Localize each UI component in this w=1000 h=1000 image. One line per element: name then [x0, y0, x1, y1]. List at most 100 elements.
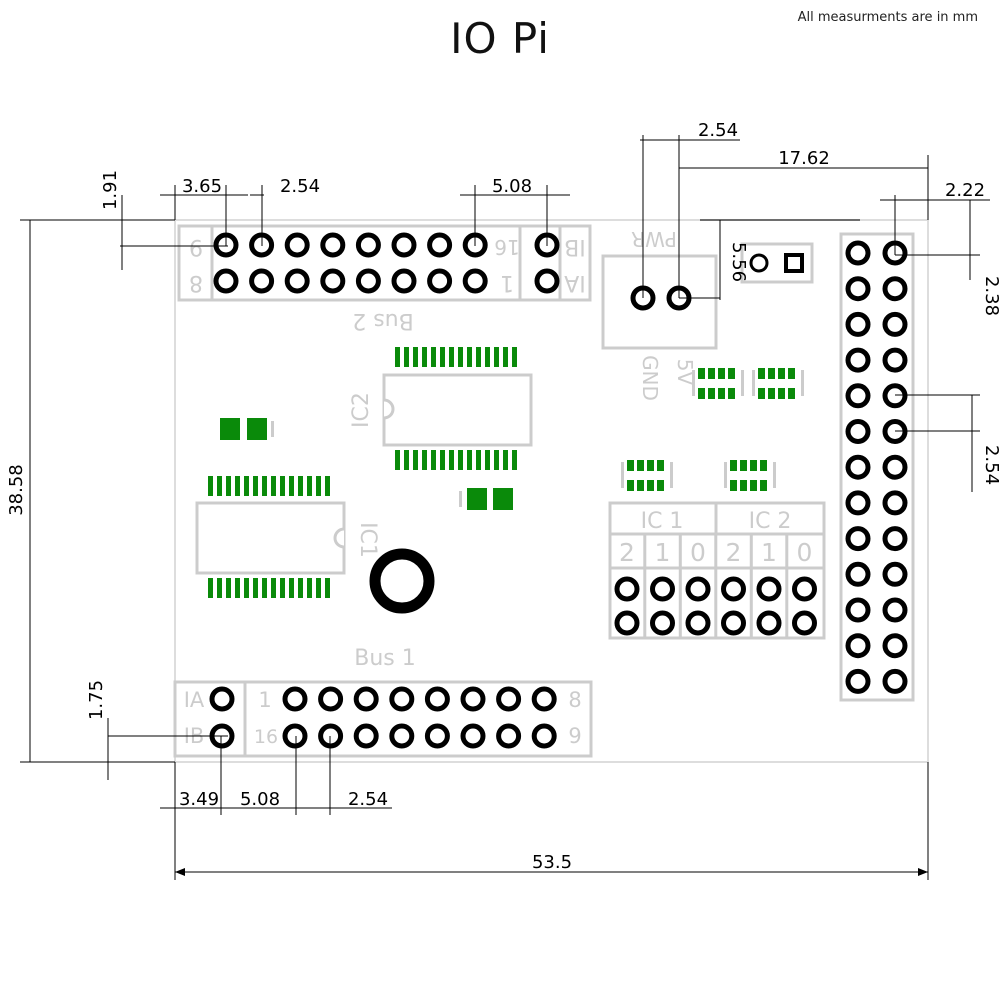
pin-pad: [721, 576, 746, 602]
pin-pad: [355, 268, 381, 294]
pin-pad: [845, 561, 871, 587]
ic-pin: [395, 347, 400, 367]
units-note: All measurments are in mm: [797, 10, 978, 25]
bus2-ia-label: IA: [564, 270, 586, 295]
bus2-pin1-label: 1: [500, 270, 514, 295]
ic1-pins: [208, 476, 330, 598]
pin-pad: [353, 723, 379, 749]
bus1-ia-label: IA: [184, 688, 205, 712]
pin-pad: [213, 268, 239, 294]
mounting-hole: [369, 548, 435, 614]
array-pad: [718, 368, 725, 379]
ic-pin: [485, 347, 490, 367]
pin-pad: [614, 610, 640, 636]
array-pad: [730, 460, 737, 471]
ic-pin: [440, 450, 445, 470]
bus1-header: Bus 1 IA IB 1 16 8 9: [173, 646, 593, 758]
gnd-label: GND: [638, 355, 662, 401]
pin-pad: [882, 347, 908, 373]
array-pad: [728, 368, 735, 379]
pin-pad: [792, 576, 817, 602]
ic2-label: IC2: [349, 392, 374, 428]
pin-pad: [460, 723, 486, 749]
addr-col-label: 1: [761, 538, 777, 567]
dim-3-49: 3.49: [179, 789, 219, 810]
ic-pin: [476, 450, 481, 470]
pin-pad: [391, 232, 417, 258]
pin-pad: [249, 268, 275, 294]
pin-pad: [391, 268, 417, 294]
smd-capacitors: [220, 418, 513, 510]
array-pad: [637, 460, 644, 471]
array-pad: [730, 480, 737, 491]
ic-pin: [431, 450, 436, 470]
ic-pin: [494, 450, 499, 470]
pin-pad: [845, 526, 871, 552]
pin-pad: [845, 419, 871, 444]
pin-pad: [389, 723, 415, 749]
ic2-pins: [395, 347, 517, 470]
ic2-chip: IC2: [349, 373, 533, 447]
diagram-title: IO Pi: [450, 14, 550, 63]
dim-5-08-top: 5.08: [492, 176, 532, 197]
array-pad: [778, 368, 785, 379]
pin-pad: [845, 240, 871, 266]
pin-pad: [650, 576, 675, 602]
dim-1-75: 1.75: [86, 680, 107, 720]
pin-pad: [462, 268, 488, 294]
ic-pin: [208, 476, 213, 496]
ic-pin: [503, 347, 508, 367]
ic-pin: [467, 347, 472, 367]
bus1-pin16-label: 16: [254, 726, 278, 748]
pin-pad: [353, 686, 379, 712]
pin-pad: [209, 686, 235, 712]
ic-pin: [449, 450, 454, 470]
array-pad: [758, 368, 765, 379]
ic-pin: [413, 450, 418, 470]
array-mark: [621, 462, 624, 488]
dim-2-54-pwr: 2.54: [698, 120, 738, 141]
ic-pin: [235, 476, 240, 496]
dim-5-08-bottom: 5.08: [240, 789, 280, 810]
pin-pad: [845, 597, 871, 623]
pin-pad: [284, 268, 310, 294]
ic-pin: [244, 476, 249, 496]
ic-pin: [307, 578, 312, 598]
pin-pad: [427, 232, 453, 258]
array-pad: [657, 480, 664, 491]
bus2-pin8-label: 8: [189, 270, 203, 295]
ic-pin: [271, 476, 276, 496]
bus1-pads: [209, 686, 557, 749]
ic-pin: [512, 347, 517, 367]
pin-pad: [320, 232, 346, 258]
dim-17-62: 17.62: [778, 148, 830, 169]
ic-pin: [262, 476, 267, 496]
pin-pad: [882, 597, 908, 623]
pin-pad: [882, 383, 908, 409]
bus2-ib-label: IB: [564, 234, 586, 259]
ic-pin: [289, 578, 294, 598]
dim-1-91: 1.91: [100, 170, 121, 210]
array-pad: [657, 460, 664, 471]
ic1-label: IC1: [355, 522, 380, 558]
dim-2-54-bottom: 2.54: [348, 789, 388, 810]
array-mark: [752, 370, 755, 396]
ic-pin: [476, 347, 481, 367]
bus2-label: Bus 2: [352, 308, 414, 333]
ic-pin: [217, 476, 222, 496]
bus1-pin1-label: 1: [258, 688, 271, 712]
array-pad: [647, 460, 654, 471]
pin-pad: [845, 383, 871, 409]
ic-pin: [289, 476, 294, 496]
array-pad: [788, 368, 795, 379]
pin-pad: [882, 668, 908, 694]
pin-pad: [845, 347, 871, 373]
pin-pad: [282, 723, 308, 749]
dim-5-56: 5.56: [728, 242, 749, 282]
pin-pad: [882, 490, 908, 516]
array-pad: [750, 480, 757, 491]
pin-pad: [845, 668, 871, 694]
pin-pad: [845, 490, 871, 516]
resistor-arrays: [621, 368, 804, 491]
dim-53-5: 53.5: [532, 852, 572, 873]
